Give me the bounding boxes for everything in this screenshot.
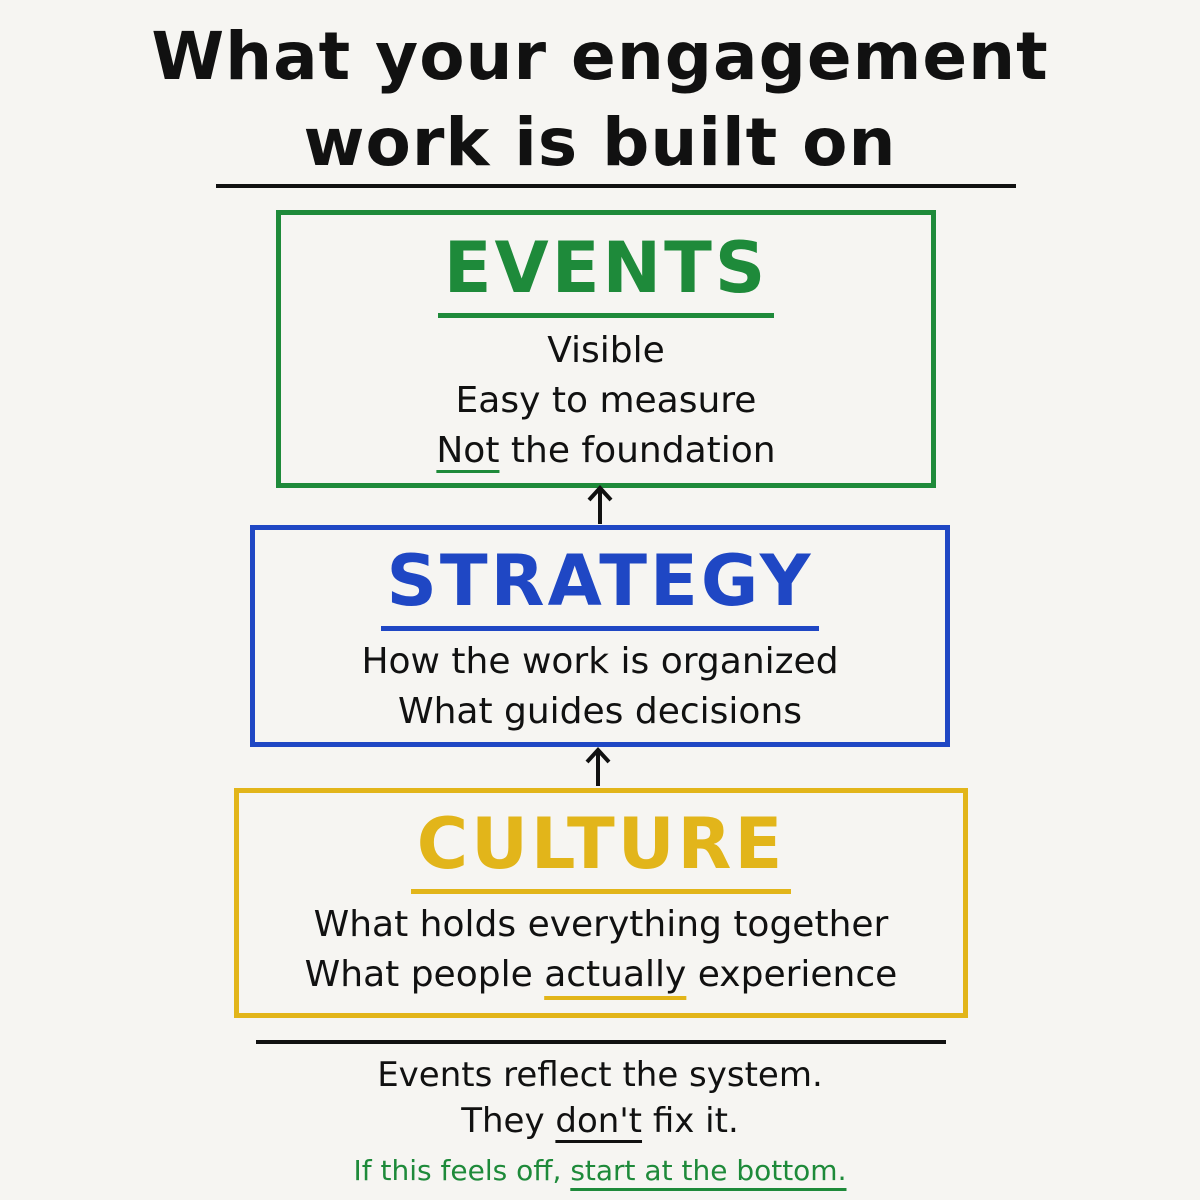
footer-divider bbox=[256, 1040, 946, 1044]
strategy-heading: STRATEGY bbox=[380, 542, 820, 631]
title-line-2: work is built on bbox=[303, 104, 897, 181]
footer-start-at-bottom-underlined: start at the bottom. bbox=[570, 1154, 847, 1187]
events-line-3-rest: the foundation bbox=[499, 430, 776, 471]
culture-line-2-after: experience bbox=[686, 954, 898, 995]
footer-line-1: Events reflect the system. bbox=[377, 1055, 823, 1095]
culture-line-2-before: What people bbox=[304, 954, 545, 995]
page-title: What your engagement work is built on bbox=[0, 14, 1200, 186]
footer-line-2-after: fix it. bbox=[642, 1101, 739, 1141]
events-line-1: Visible bbox=[547, 330, 665, 371]
events-line-2: Easy to measure bbox=[281, 376, 931, 426]
arrow-up-icon bbox=[587, 485, 613, 524]
culture-heading: CULTURE bbox=[410, 805, 792, 894]
strategy-box: STRATEGY How the work is organized What … bbox=[250, 525, 950, 747]
strategy-line-2: What guides decisions bbox=[397, 691, 803, 732]
footer-line-3-before: If this feels off, bbox=[353, 1154, 571, 1187]
events-not-underlined: Not bbox=[436, 430, 500, 471]
footer-line-2: They don't fix it. bbox=[0, 1098, 1200, 1144]
culture-actually-underlined: actually bbox=[544, 954, 687, 995]
events-box: EVENTS Visible Easy to measure Not the f… bbox=[276, 210, 936, 488]
title-divider bbox=[216, 184, 1016, 188]
footer-dont-underlined: don't bbox=[555, 1101, 643, 1141]
culture-line-2: What people actually experience bbox=[239, 950, 963, 1000]
footer-line-2-before: They bbox=[461, 1101, 556, 1141]
title-line-1: What your engagement bbox=[151, 18, 1049, 95]
strategy-line-1: How the work is organized bbox=[361, 641, 839, 682]
footer-line-3: If this feels off, start at the bottom. bbox=[0, 1148, 1200, 1194]
footer-text: Events reflect the system. They don't fi… bbox=[0, 1052, 1200, 1194]
culture-box: CULTURE What holds everything together W… bbox=[234, 788, 968, 1018]
events-line-2-text: Easy to measure bbox=[455, 380, 757, 421]
culture-line-1: What holds everything together bbox=[313, 904, 889, 945]
events-heading: EVENTS bbox=[437, 229, 775, 318]
arrow-up-icon bbox=[585, 747, 611, 786]
events-line-3: Not the foundation bbox=[281, 426, 931, 476]
